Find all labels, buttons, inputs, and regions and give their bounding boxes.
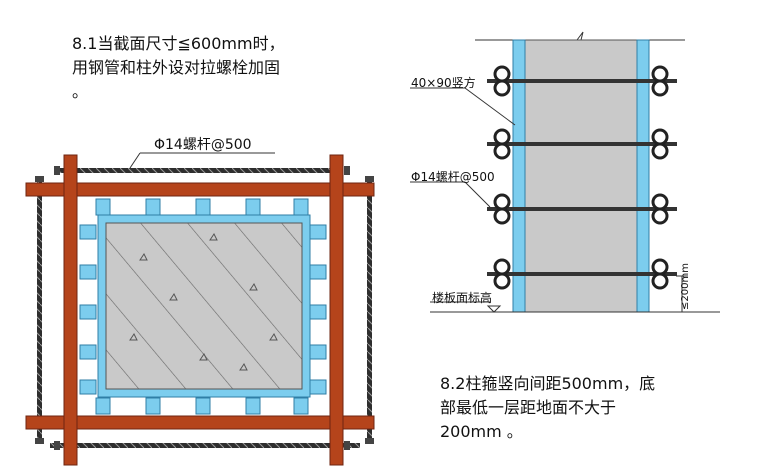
- note2-line3: 200mm 。: [440, 422, 523, 441]
- plan-bottom-bolt: [50, 443, 360, 448]
- elevation-dimension: [676, 275, 688, 313]
- plan-bolt-nuts: [35, 166, 374, 450]
- note1-line1: 8.1当截面尺寸≦600mm时，: [72, 34, 285, 53]
- plan-steel-pipes: [25, 154, 375, 466]
- elevation-leader-lines: [410, 87, 516, 303]
- elevation-level-mark: [486, 305, 502, 313]
- note-section-size: 8.1当截面尺寸≦600mm时， 用钢管和柱外设对拉螺栓加固 。: [72, 32, 285, 104]
- elevation-bolt-label: Φ14螺杆@500: [411, 170, 495, 184]
- floor-level-label: 楼板面标高: [432, 291, 493, 305]
- note2-line2: 部最低一层距地面不大于: [440, 398, 617, 417]
- note1-line2: 用钢管和柱外设对拉螺栓加固: [72, 58, 281, 77]
- plan-aggregate-marks: [129, 233, 278, 371]
- plan-right-bolt: [367, 178, 372, 442]
- plan-bolt-label: Φ14螺杆@500: [154, 137, 252, 153]
- plan-top-bolt: [60, 168, 330, 173]
- elevation-bolt-rows: [487, 65, 677, 290]
- elevation-column: [524, 39, 638, 313]
- note2-line1: 8.2柱箍竖向间距500mm，底: [440, 374, 656, 393]
- plan-timber-battens: [79, 198, 327, 415]
- plan-concrete-core: [105, 222, 303, 390]
- note1-line3: 。: [72, 82, 89, 101]
- plan-left-bolt: [37, 178, 42, 442]
- timber-label: 40×90竖方: [411, 76, 476, 90]
- dimension-label: ≤200mm: [680, 263, 691, 310]
- note-hoop-spacing: 8.2柱箍竖向间距500mm，底 部最低一层距地面不大于 200mm 。: [440, 372, 655, 444]
